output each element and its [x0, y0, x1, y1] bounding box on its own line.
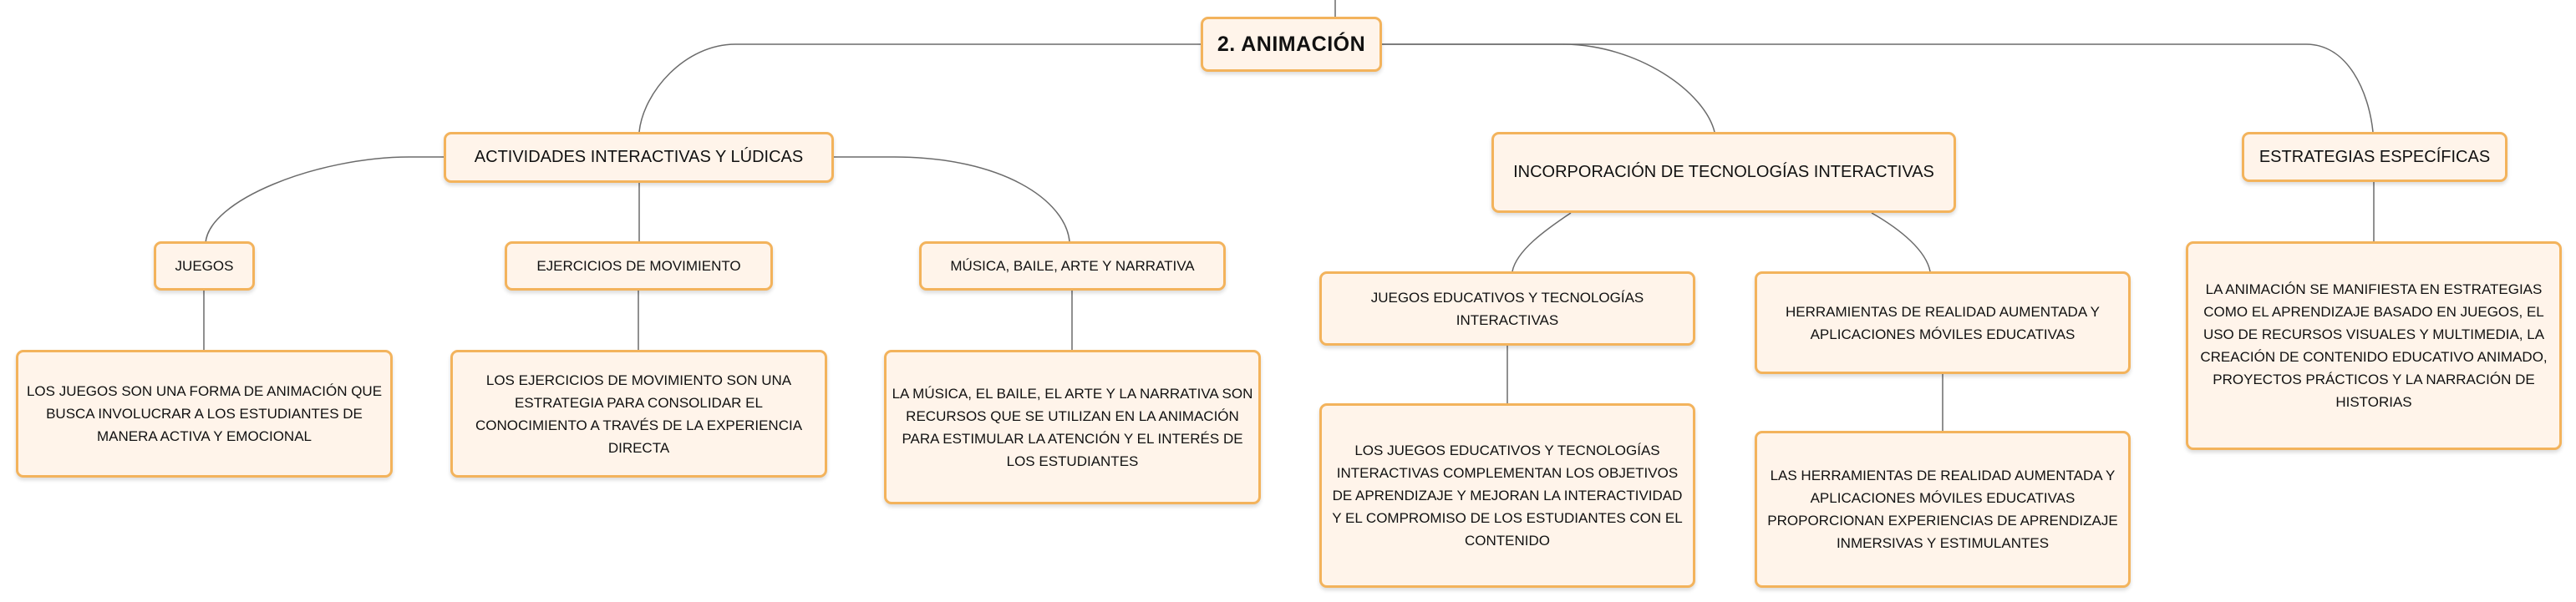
- node-juegos-educativos-label: JUEGOS EDUCATIVOS Y TECNOLOGÍAS INTERACT…: [1370, 289, 1644, 328]
- detail-ejercicios-text: LOS EJERCICIOS DE MOVIMIENTO SON UNA EST…: [475, 372, 803, 456]
- node-ejercicios-label: EJERCICIOS DE MOVIMIENTO: [536, 258, 741, 274]
- connector-actividades-musica: [833, 156, 1070, 242]
- node-juegos[interactable]: JUEGOS: [154, 241, 255, 291]
- connector-root-estrategias: [1382, 43, 2374, 133]
- node-juegos-label: JUEGOS: [175, 258, 234, 274]
- node-actividades[interactable]: ACTIVIDADES INTERACTIVAS Y LÚDICAS: [444, 132, 834, 183]
- node-herramientas[interactable]: HERRAMIENTAS DE REALIDAD AUMENTADA Y APL…: [1755, 271, 2131, 374]
- detail-musica-text: LA MÚSICA, EL BAILE, EL ARTE Y LA NARRAT…: [892, 385, 1253, 469]
- detail-musica[interactable]: LA MÚSICA, EL BAILE, EL ARTE Y LA NARRAT…: [884, 350, 1261, 504]
- node-ejercicios[interactable]: EJERCICIOS DE MOVIMIENTO: [505, 241, 773, 291]
- node-juegos-educativos[interactable]: JUEGOS EDUCATIVOS Y TECNOLOGÍAS INTERACT…: [1319, 271, 1695, 346]
- root-label: 2. ANIMACIÓN: [1217, 32, 1366, 56]
- node-musica-label: MÚSICA, BAILE, ARTE Y NARRATIVA: [950, 258, 1195, 274]
- connector-tecnologias-herramientas: [1871, 212, 1931, 272]
- detail-estrategias[interactable]: LA ANIMACIÓN SE MANIFIESTA EN ESTRATEGIA…: [2186, 241, 2562, 450]
- connector-tecnologias-juegosedu: [1512, 212, 1572, 272]
- connector-actividades-juegos: [205, 156, 445, 245]
- connector-root-tecnologias: [1382, 43, 1715, 133]
- node-herramientas-label: HERRAMIENTAS DE REALIDAD AUMENTADA Y APL…: [1786, 303, 2100, 342]
- node-musica[interactable]: MÚSICA, BAILE, ARTE Y NARRATIVA: [919, 241, 1226, 291]
- detail-herramientas-text: LAS HERRAMIENTAS DE REALIDAD AUMENTADA Y…: [1767, 468, 2118, 551]
- node-tecnologias-label: INCORPORACIÓN DE TECNOLOGÍAS INTERACTIVA…: [1513, 163, 1934, 181]
- root-node[interactable]: 2. ANIMACIÓN: [1201, 17, 1382, 72]
- detail-ejercicios[interactable]: LOS EJERCICIOS DE MOVIMIENTO SON UNA EST…: [450, 350, 827, 478]
- detail-estrategias-text: LA ANIMACIÓN SE MANIFIESTA EN ESTRATEGIA…: [2200, 281, 2548, 410]
- detail-herramientas[interactable]: LAS HERRAMIENTAS DE REALIDAD AUMENTADA Y…: [1755, 431, 2131, 588]
- node-estrategias-label: ESTRATEGIAS ESPECÍFICAS: [2258, 147, 2491, 166]
- detail-juegos[interactable]: LOS JUEGOS SON UNA FORMA DE ANIMACIÓN QU…: [16, 350, 393, 478]
- node-actividades-label: ACTIVIDADES INTERACTIVAS Y LÚDICAS: [474, 148, 804, 166]
- node-tecnologias[interactable]: INCORPORACIÓN DE TECNOLOGÍAS INTERACTIVA…: [1491, 132, 1956, 213]
- detail-juegos-text: LOS JUEGOS SON UNA FORMA DE ANIMACIÓN QU…: [26, 383, 383, 444]
- detail-juegos-educativos-text: LOS JUEGOS EDUCATIVOS Y TECNOLOGÍAS INTE…: [1332, 443, 1683, 549]
- node-estrategias[interactable]: ESTRATEGIAS ESPECÍFICAS: [2242, 132, 2507, 182]
- connector-root-actividades: [638, 43, 1201, 133]
- detail-juegos-educativos[interactable]: LOS JUEGOS EDUCATIVOS Y TECNOLOGÍAS INTE…: [1319, 403, 1695, 588]
